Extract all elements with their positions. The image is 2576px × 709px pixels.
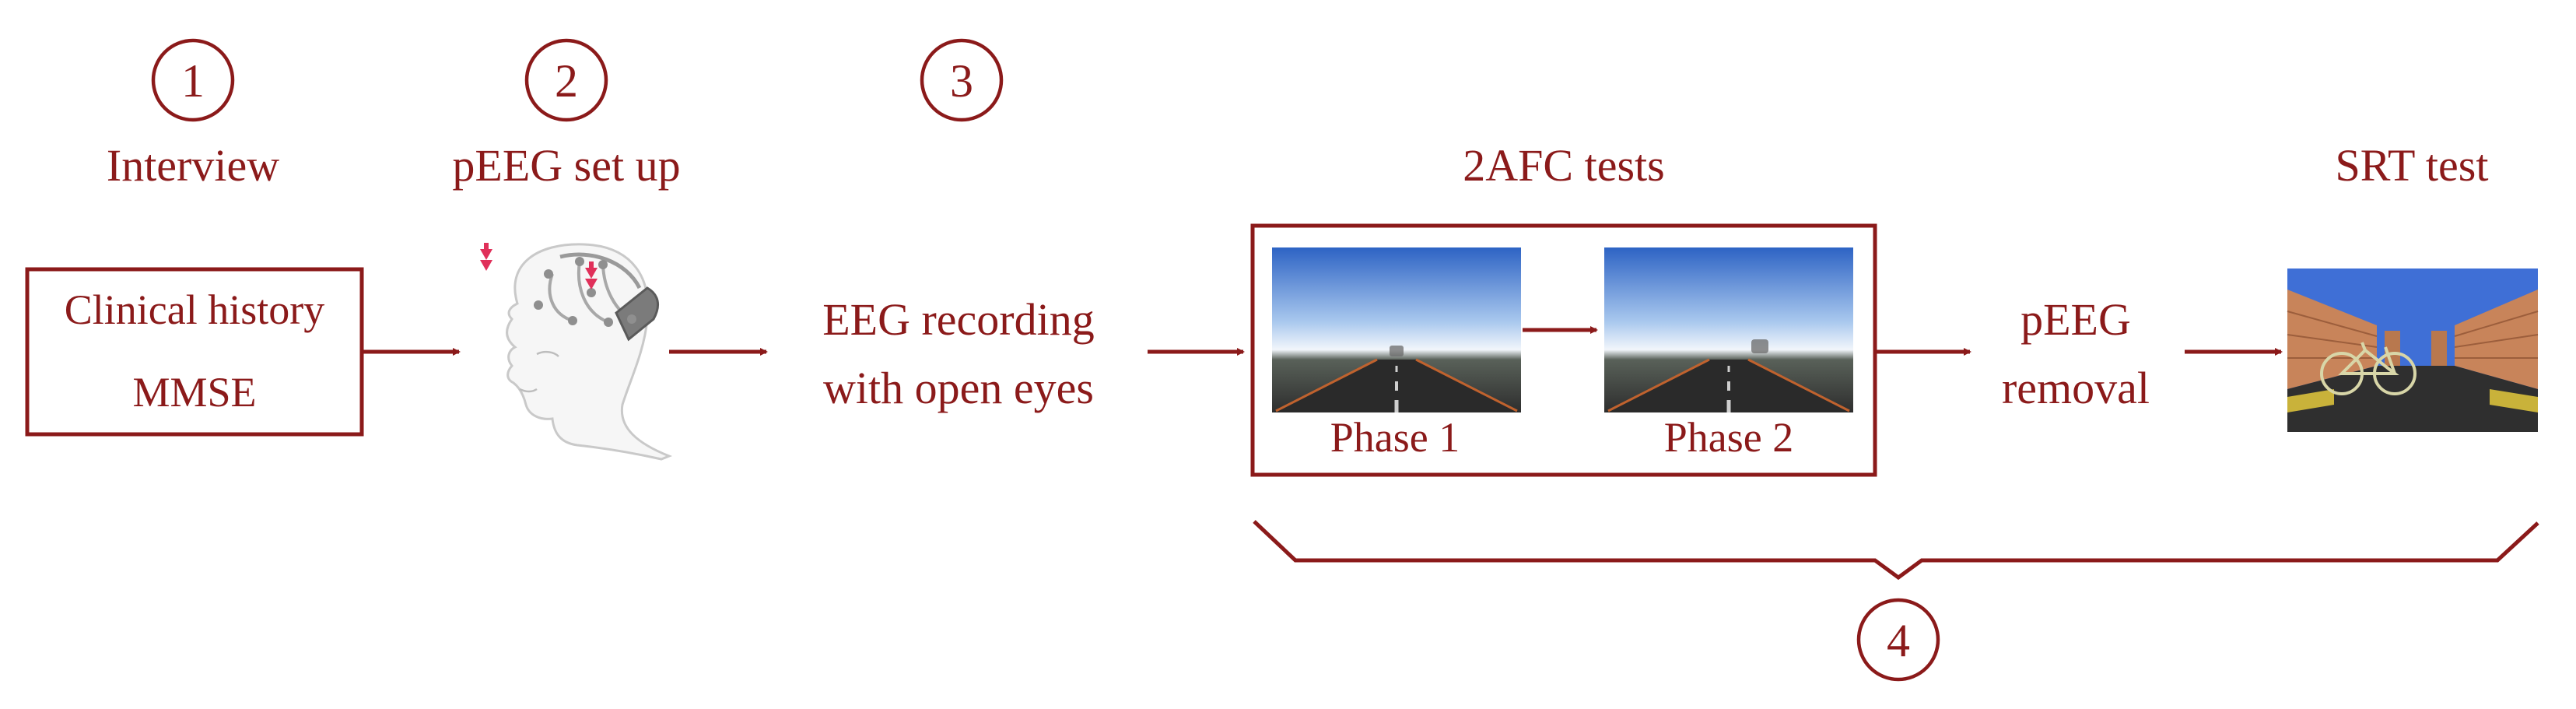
step-4-tests: 2AFC tests Phase 1 Phase 2 pEEG [1250, 140, 2539, 682]
phase-2-label: Phase 2 [1664, 414, 1793, 461]
step-1-circle [151, 38, 235, 122]
step-1-interview: 1 Interview Clinical history MMSE [25, 38, 364, 437]
step-4-number: 4 [1887, 615, 1910, 666]
srt-test-title: SRT test [2336, 140, 2489, 191]
step-4-bracket [1253, 520, 2539, 581]
clinical-box [25, 267, 364, 437]
mmse-label: MMSE [132, 369, 256, 416]
road-scene-image-phase-1 [1272, 247, 1521, 412]
afc-tests-box [1250, 223, 1877, 477]
removal-label: removal [2002, 363, 2150, 413]
step-2-peeg-setup: 2 pEEG set up [452, 38, 681, 461]
step-4-circle [1856, 598, 1940, 682]
step-2-title: pEEG set up [452, 140, 680, 191]
step-1-number: 1 [181, 55, 205, 107]
clinical-history-label: Clinical history [65, 286, 324, 333]
step-1-title: Interview [107, 140, 279, 191]
peeg-label: pEEG [2020, 294, 2131, 345]
electrode-marker-right-icon [585, 261, 598, 290]
step-3-number: 3 [950, 55, 973, 107]
step-3-circle [920, 38, 1004, 122]
step-2-circle [524, 38, 608, 122]
open-eyes-label: with open eyes [823, 363, 1094, 413]
phase-1-label: Phase 1 [1330, 414, 1460, 461]
road-scene-image-phase-2 [1604, 247, 1853, 412]
street-scene-bicycle-image [2287, 269, 2539, 432]
afc-tests-title: 2AFC tests [1463, 140, 1664, 191]
eeg-headset-head-icon [480, 243, 673, 461]
eeg-recording-label: EEG recording [822, 294, 1094, 345]
electrode-marker-left-icon [480, 243, 492, 271]
step-2-number: 2 [555, 55, 578, 107]
step-3-eeg-recording: 3 EEG recording with open eyes [822, 38, 1095, 413]
